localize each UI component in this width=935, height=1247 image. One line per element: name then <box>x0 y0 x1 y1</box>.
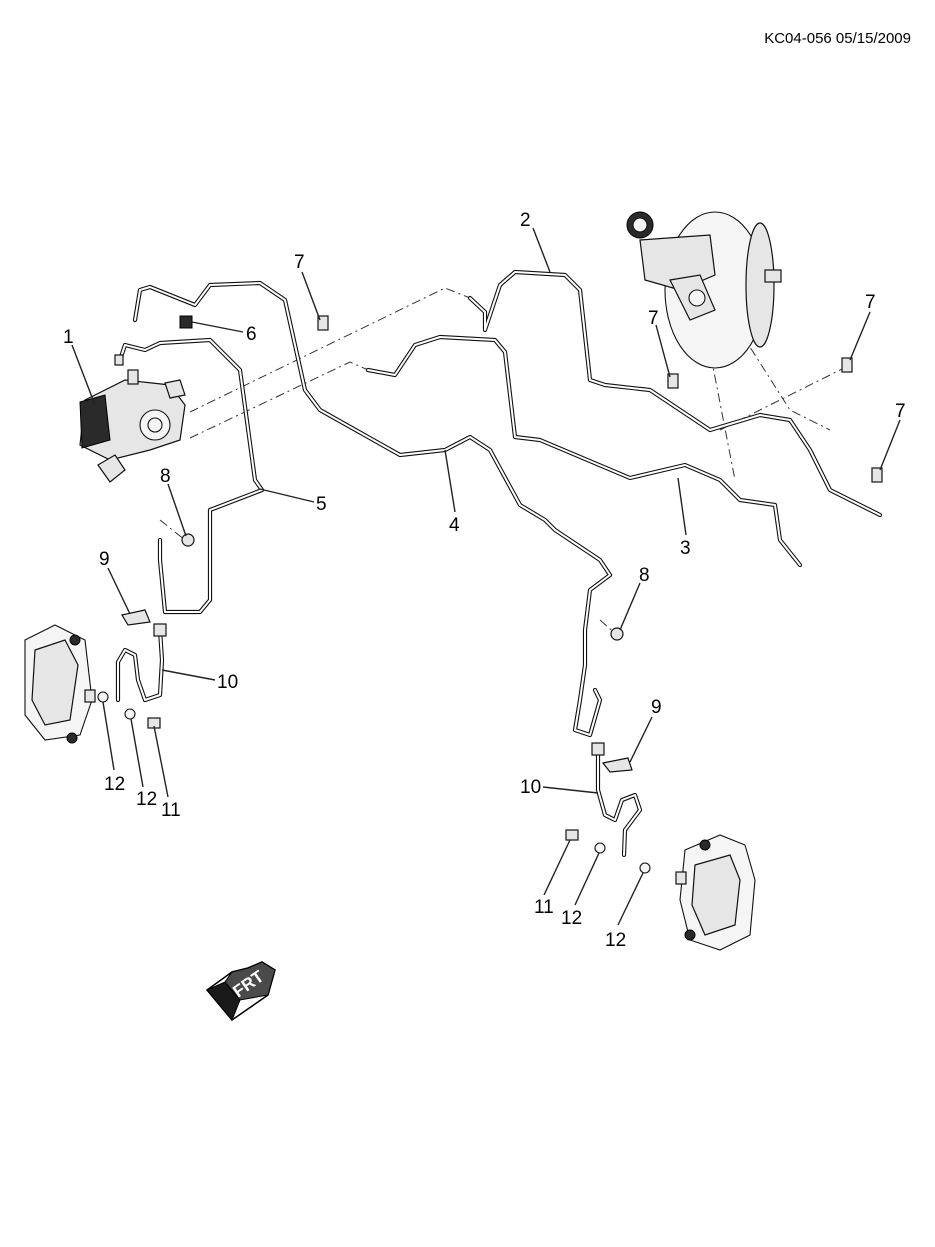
callout-5: 5 <box>316 494 327 515</box>
callout-7-d: 7 <box>895 401 906 422</box>
clip-7-a <box>317 315 329 331</box>
callout-11-b: 11 <box>534 897 554 918</box>
callout-12-b: 12 <box>136 789 157 810</box>
callout-3: 3 <box>680 538 691 559</box>
leader-lines <box>71 227 901 926</box>
callout-7-c: 7 <box>865 292 876 313</box>
washer-12-a <box>97 691 109 703</box>
bolt-11-b <box>565 829 579 841</box>
clip-8-b <box>610 627 624 641</box>
washer-12-b <box>124 708 136 720</box>
callout-11-a: 11 <box>161 800 181 821</box>
front-direction-arrow: FRT <box>205 961 276 1022</box>
callout-10-b: 10 <box>520 777 541 798</box>
bracket-9-a <box>121 609 151 626</box>
flex-hose-left <box>115 623 167 703</box>
clip-6 <box>179 315 193 329</box>
callout-6: 6 <box>246 324 257 345</box>
brake-pipe-3 <box>365 334 803 568</box>
callout-12-c: 12 <box>561 908 582 929</box>
clip-7-c <box>841 357 853 373</box>
callout-1: 1 <box>63 327 74 348</box>
washer-12-c <box>594 842 606 854</box>
hardware <box>97 315 883 874</box>
flex-hose-right <box>591 742 643 858</box>
brake-pipe-2 <box>467 269 883 518</box>
callout-7-b: 7 <box>648 308 659 329</box>
diagram-reference: KC04-056 05/15/2009 <box>764 30 911 47</box>
callout-12-d: 12 <box>605 930 626 951</box>
brake-booster <box>626 211 782 369</box>
clip-7-b <box>667 373 679 389</box>
callout-10-a: 10 <box>217 672 238 693</box>
brake-pipe-4 <box>132 280 613 738</box>
callout-9-a: 9 <box>99 549 110 570</box>
callout-12-a: 12 <box>104 774 125 795</box>
right-brake-caliper <box>675 834 756 951</box>
callout-4: 4 <box>449 515 460 536</box>
callout-9-b: 9 <box>651 697 662 718</box>
callout-2: 2 <box>520 210 531 231</box>
callout-7-a: 7 <box>294 252 305 273</box>
clip-7-d <box>871 467 883 483</box>
brake-pipe-5 <box>117 337 265 615</box>
abs-module <box>79 354 186 483</box>
callout-8-a: 8 <box>160 466 171 487</box>
callout-labels: 1 2 3 4 5 6 7 7 7 7 8 8 9 9 10 10 11 11 … <box>63 210 906 951</box>
left-brake-caliper <box>24 624 96 744</box>
brake-pipes <box>117 269 883 738</box>
clip-8-a <box>181 533 195 547</box>
callout-8-b: 8 <box>639 565 650 586</box>
washer-12-d <box>639 862 651 874</box>
bracket-9-b <box>601 757 633 773</box>
